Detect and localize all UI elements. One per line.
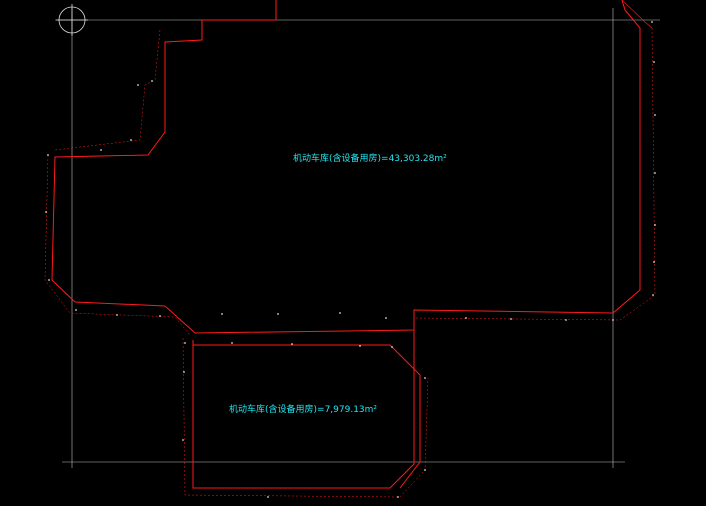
lower-garage-area-label: 机动车库(含设备用房)=7,979.13m² (229, 405, 378, 415)
lower-garage-top-edge (193, 344, 421, 489)
upper-garage-boundary[interactable] (51, 0, 641, 334)
upper-garage-boundary-right-offset (413, 27, 656, 321)
upper-garage-stair-edge (54, 29, 161, 151)
lower-garage-left-offset (182, 337, 429, 498)
crosshair-circle-icon[interactable] (56, 4, 88, 36)
upper-garage-area-label: 机动车库(含设备用房)=43,303.28m² (293, 154, 447, 164)
survey-point-markers (45, 21, 656, 498)
upper-garage-boundary-inner (621, 0, 653, 29)
lower-garage-boundary[interactable] (192, 330, 415, 489)
reference-grid (55, 8, 660, 468)
